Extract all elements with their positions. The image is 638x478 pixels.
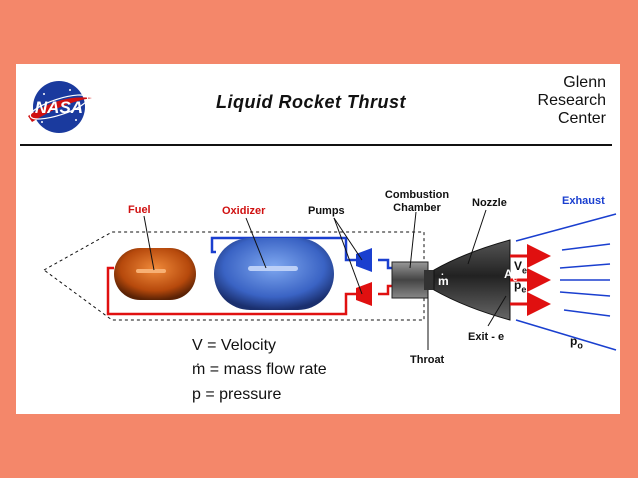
fuel-tank [114,248,196,300]
combustion-leader [409,211,417,269]
center-name: Glenn Research Center [516,74,606,128]
oxidizer-tank-highlight [248,266,298,271]
throat-label: Throat [410,354,445,366]
legend-pressure: p = pressure [192,386,282,403]
plume-line-3 [559,263,611,269]
combustion-chamber-label: Combustion Chamber [378,189,456,215]
center-line-3: Center [557,110,606,127]
legend-velocity: V = Velocity [192,337,277,354]
plume-line-6 [563,309,611,317]
oxidizer-leader [245,217,267,269]
nozzle-area-label: Ae [504,267,518,283]
legend-mass-flow: .m = mass flow rate [192,352,327,378]
slide: NASA Liquid Rocket Thrust Glenn Research… [16,64,620,414]
exhaust-label: Exhaust [562,195,605,207]
pumps-leader-2 [333,217,363,295]
fuel-line [106,266,358,316]
pumps-label: Pumps [308,205,345,217]
center-line-2: Research [537,92,606,109]
plume-line-1 [515,213,617,242]
header-divider [20,144,612,146]
nozzle-leader [467,209,487,265]
exit-pressure-label: pe [514,278,527,295]
nozzle [433,239,511,321]
plume-line-2 [561,243,611,251]
pumps-leader-1 [333,217,363,261]
fuel-tank-highlight [136,269,166,273]
fuel-leader [143,215,155,271]
exit-label: Exit - e [468,331,505,343]
exit-velocity-label: Ve [514,259,528,276]
mass-flow-label: .m [438,267,449,288]
oxidizer-label: Oxidizer [222,205,266,217]
fuel-label: Fuel [128,204,151,216]
plume-line-7 [515,319,617,351]
throat [424,270,436,290]
exit-leader [487,295,507,327]
nozzle-label: Nozzle [472,197,507,209]
plume-line-5 [559,291,611,297]
page-title: Liquid Rocket Thrust [216,92,406,112]
rocket-diagram: Ae [43,209,617,351]
combustion-label-line-1: Combustion [384,189,450,201]
combustion-label-line-2: Chamber [393,202,441,214]
oxidizer-pump [356,248,372,272]
oxidizer-tank [214,238,334,310]
nasa-logo-text: NASA [35,98,83,117]
nasa-logo: NASA [28,81,92,133]
center-line-1: Glenn [563,74,606,91]
ambient-pressure-label: po [570,334,583,351]
